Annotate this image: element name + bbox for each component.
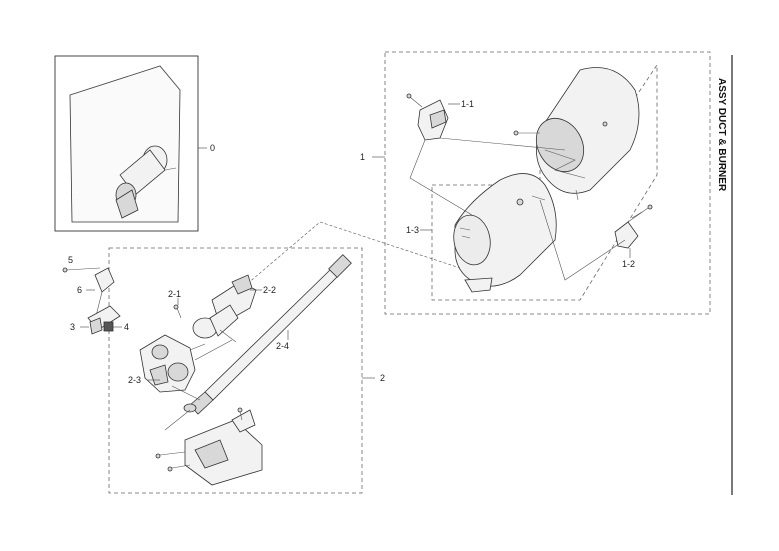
page-title: ASSY DUCT & BURNER	[716, 78, 727, 192]
duct-lower-part-1-3	[453, 173, 557, 293]
callout-1: 1	[360, 152, 365, 162]
callout-3: 3	[70, 322, 75, 332]
group-1-outer-box	[384, 51, 711, 315]
burner-tube-part-2-4	[183, 254, 352, 415]
callout-6: 6	[77, 285, 82, 295]
link-line	[239, 221, 461, 291]
group-2-outer-box	[108, 247, 363, 494]
assembly-0-box	[54, 55, 199, 232]
screw-part-5	[62, 267, 101, 273]
callout-0: 0	[210, 143, 215, 153]
duct-upper-part	[513, 67, 640, 201]
callout-2-3: 2-3	[128, 375, 141, 385]
sensor-part-1-2	[614, 204, 653, 249]
callout-2-2: 2-2	[263, 285, 276, 295]
igniter-part-3	[87, 305, 121, 335]
callout-2: 2	[380, 373, 385, 383]
callout-1-3: 1-3	[406, 225, 419, 235]
connection-lines-group-1	[409, 137, 626, 281]
igniter-bracket-part-2-2	[192, 274, 257, 343]
callout-4: 4	[124, 322, 129, 332]
mounting-bracket-part	[155, 339, 263, 486]
callout-5: 5	[68, 255, 73, 265]
group-1-inner-box	[431, 63, 658, 301]
gas-valve-part-2-3	[139, 334, 206, 401]
callout-1-2: 1-2	[622, 259, 635, 269]
callout-2-1: 2-1	[168, 289, 181, 299]
callout-1-1: 1-1	[461, 99, 474, 109]
screw-part-2-1	[173, 304, 182, 319]
callout-2-4: 2-4	[276, 341, 289, 351]
pad-part-4	[103, 321, 114, 332]
bracket-part-1-1	[406, 93, 449, 141]
